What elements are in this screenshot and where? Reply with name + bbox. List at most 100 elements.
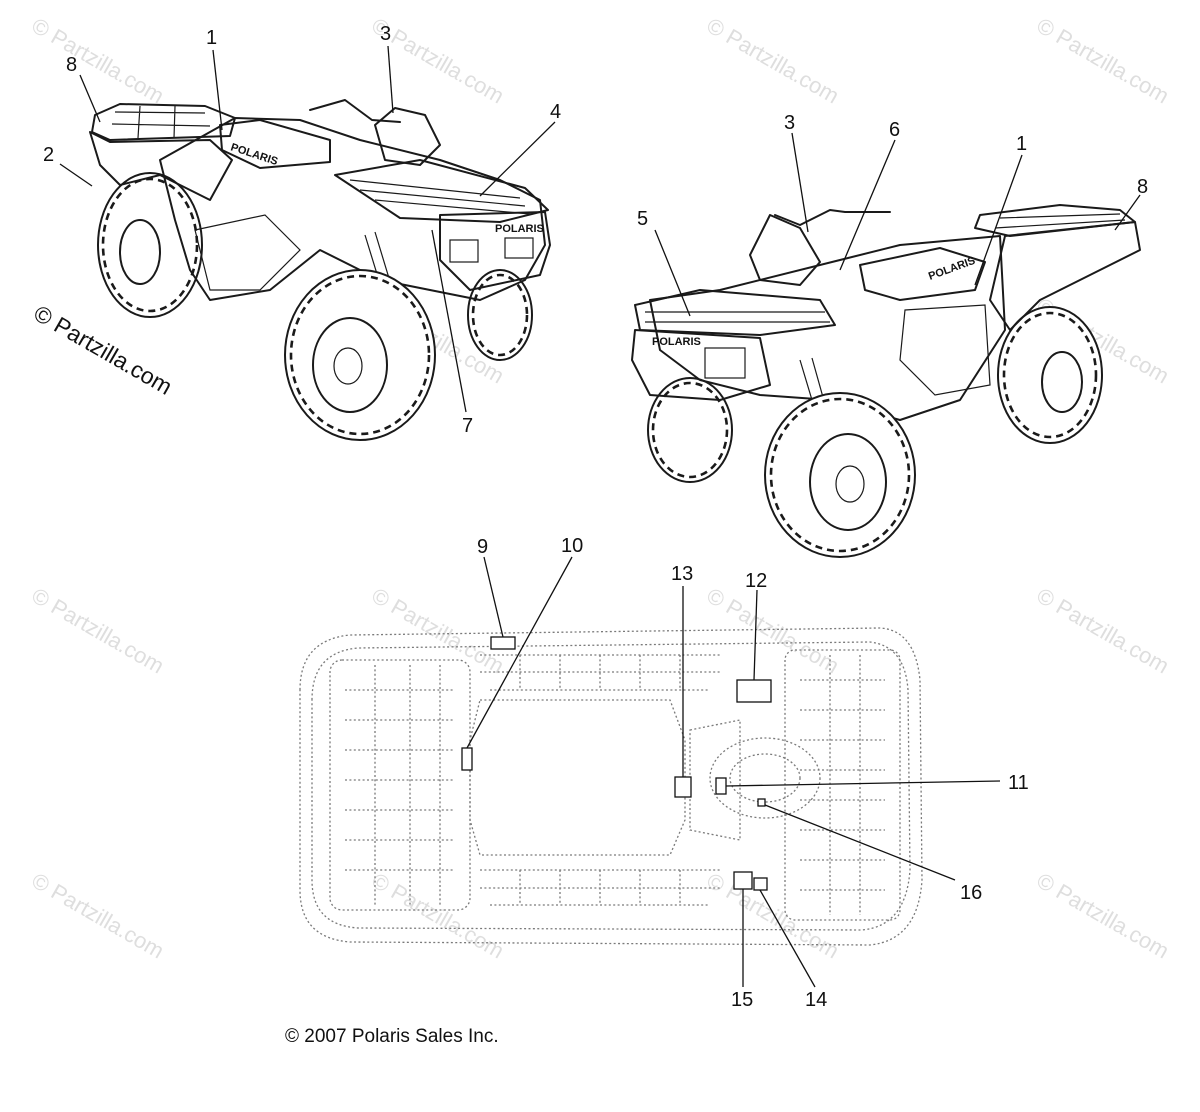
leader-3-front (387, 45, 394, 114)
front-logo: POLARIS (495, 223, 544, 235)
leader-lines (59, 45, 1141, 988)
atv-underside-view (299, 627, 923, 946)
front-bumper (439, 211, 551, 291)
rear-fender (89, 131, 233, 201)
seat-r (859, 247, 986, 301)
callout-10: 10 (561, 535, 583, 557)
front-near-rim (809, 433, 887, 531)
watermark: © Partzilla.com (1033, 13, 1174, 109)
callout-3-front: 3 (380, 23, 391, 45)
underside-outline (299, 627, 923, 946)
leader-12 (753, 589, 758, 681)
front-rack-r-slats (645, 311, 830, 323)
watermark: © Partzilla.com (368, 868, 509, 964)
callout-3-rear: 3 (784, 112, 795, 134)
callout-14: 14 (805, 989, 827, 1011)
callout-7-front: 7 (462, 415, 473, 437)
leader-14 (759, 889, 816, 988)
front-far-tire-tread (651, 381, 729, 479)
front-cargo-rack (334, 159, 549, 223)
underside-inner-outline (311, 641, 911, 931)
decal-16 (757, 798, 766, 807)
callout-8-rear: 8 (1137, 176, 1148, 198)
atv-rear-view: POLARIS POLARIS (631, 204, 1141, 558)
rear-right-rim (1041, 351, 1083, 413)
front-far-tire (647, 377, 733, 483)
front-left-rim (312, 317, 388, 413)
callout-12: 12 (745, 570, 767, 592)
leader-4-front (479, 121, 556, 197)
front-near-hub (835, 465, 865, 503)
leader-6-rear (839, 139, 896, 271)
leader-10 (466, 556, 573, 749)
leader-2-front (59, 163, 93, 187)
headlight-right (504, 237, 534, 259)
handlebar-pod-top (709, 737, 821, 819)
seat-top (689, 719, 741, 841)
rear-rack-r-detail (994, 213, 1126, 229)
front-left-hub (333, 347, 363, 385)
callout-5-rear: 5 (637, 208, 648, 230)
rear-right-tire-tread (1002, 311, 1098, 439)
decal-12 (736, 679, 772, 703)
callout-11: 11 (1008, 772, 1029, 794)
callout-labels: 1 2 3 4 7 8 1 3 5 6 8 9 10 11 12 13 14 1… (43, 23, 1148, 1011)
leader-16 (764, 804, 956, 881)
decal-10 (461, 747, 473, 771)
callout-13: 13 (671, 563, 693, 585)
watermark: © Partzilla.com (703, 13, 844, 109)
watermark: © Partzilla.com (1033, 868, 1174, 964)
front-left-tire-tread (289, 274, 431, 436)
rear-rack-detail (111, 105, 211, 139)
decal-9 (490, 636, 516, 650)
rear-left-rim (119, 219, 161, 285)
decal-13 (674, 776, 692, 798)
leader-7-front (431, 229, 467, 413)
handlebar-r (774, 209, 891, 226)
seat (219, 119, 331, 169)
decal-14 (753, 877, 768, 891)
handlebar (309, 99, 401, 123)
handlebar-pod-inner (729, 753, 801, 803)
footwell-r (899, 304, 991, 396)
leader-8-rear (1114, 194, 1141, 231)
watermark: © Partzilla.com (703, 868, 844, 964)
rear-rack-grid (329, 659, 471, 911)
front-right-tire-tread (471, 273, 529, 357)
callout-1-front: 1 (206, 27, 217, 49)
leader-1-rear (974, 154, 1023, 286)
rear-rack (91, 103, 236, 141)
atv-front-view: POLARIS POLARIS (89, 99, 551, 441)
front-logo-r: POLARIS (652, 336, 701, 348)
headlight-r (704, 347, 746, 379)
callout-15: 15 (731, 989, 753, 1011)
leader-1-front (212, 49, 223, 131)
headlight-left (449, 239, 479, 263)
front-right-tire (467, 269, 533, 361)
main-body-r (649, 235, 1006, 421)
front-near-tire (764, 392, 916, 558)
main-body (159, 117, 546, 301)
watermark: © Partzilla.com (28, 868, 169, 964)
watermark: © Partzilla.com (28, 583, 169, 679)
leader-8-front (79, 74, 101, 123)
front-bumper-r (631, 329, 771, 401)
watermark-layer: © Partzilla.com © Partzilla.com © Partzi… (28, 13, 1174, 964)
rear-left-tire-tread (101, 177, 199, 313)
watermark: © Partzilla.com (703, 583, 844, 679)
front-rack-slats (349, 179, 531, 215)
handlebar-pod (374, 107, 441, 166)
watermark: © Partzilla.com (368, 583, 509, 679)
callout-8-front: 8 (66, 54, 77, 76)
callout-6-rear: 6 (889, 119, 900, 141)
copyright-notice: © 2007 Polaris Sales Inc. (285, 1026, 499, 1047)
front-left-tire (284, 269, 436, 441)
callout-9: 9 (477, 536, 488, 558)
callout-2-front: 2 (43, 144, 54, 166)
side-logo: POLARIS (229, 141, 279, 168)
footwell (194, 214, 301, 291)
rear-right-tire (997, 306, 1103, 444)
front-near-tire-tread (769, 397, 911, 553)
center-cutout (469, 699, 686, 856)
